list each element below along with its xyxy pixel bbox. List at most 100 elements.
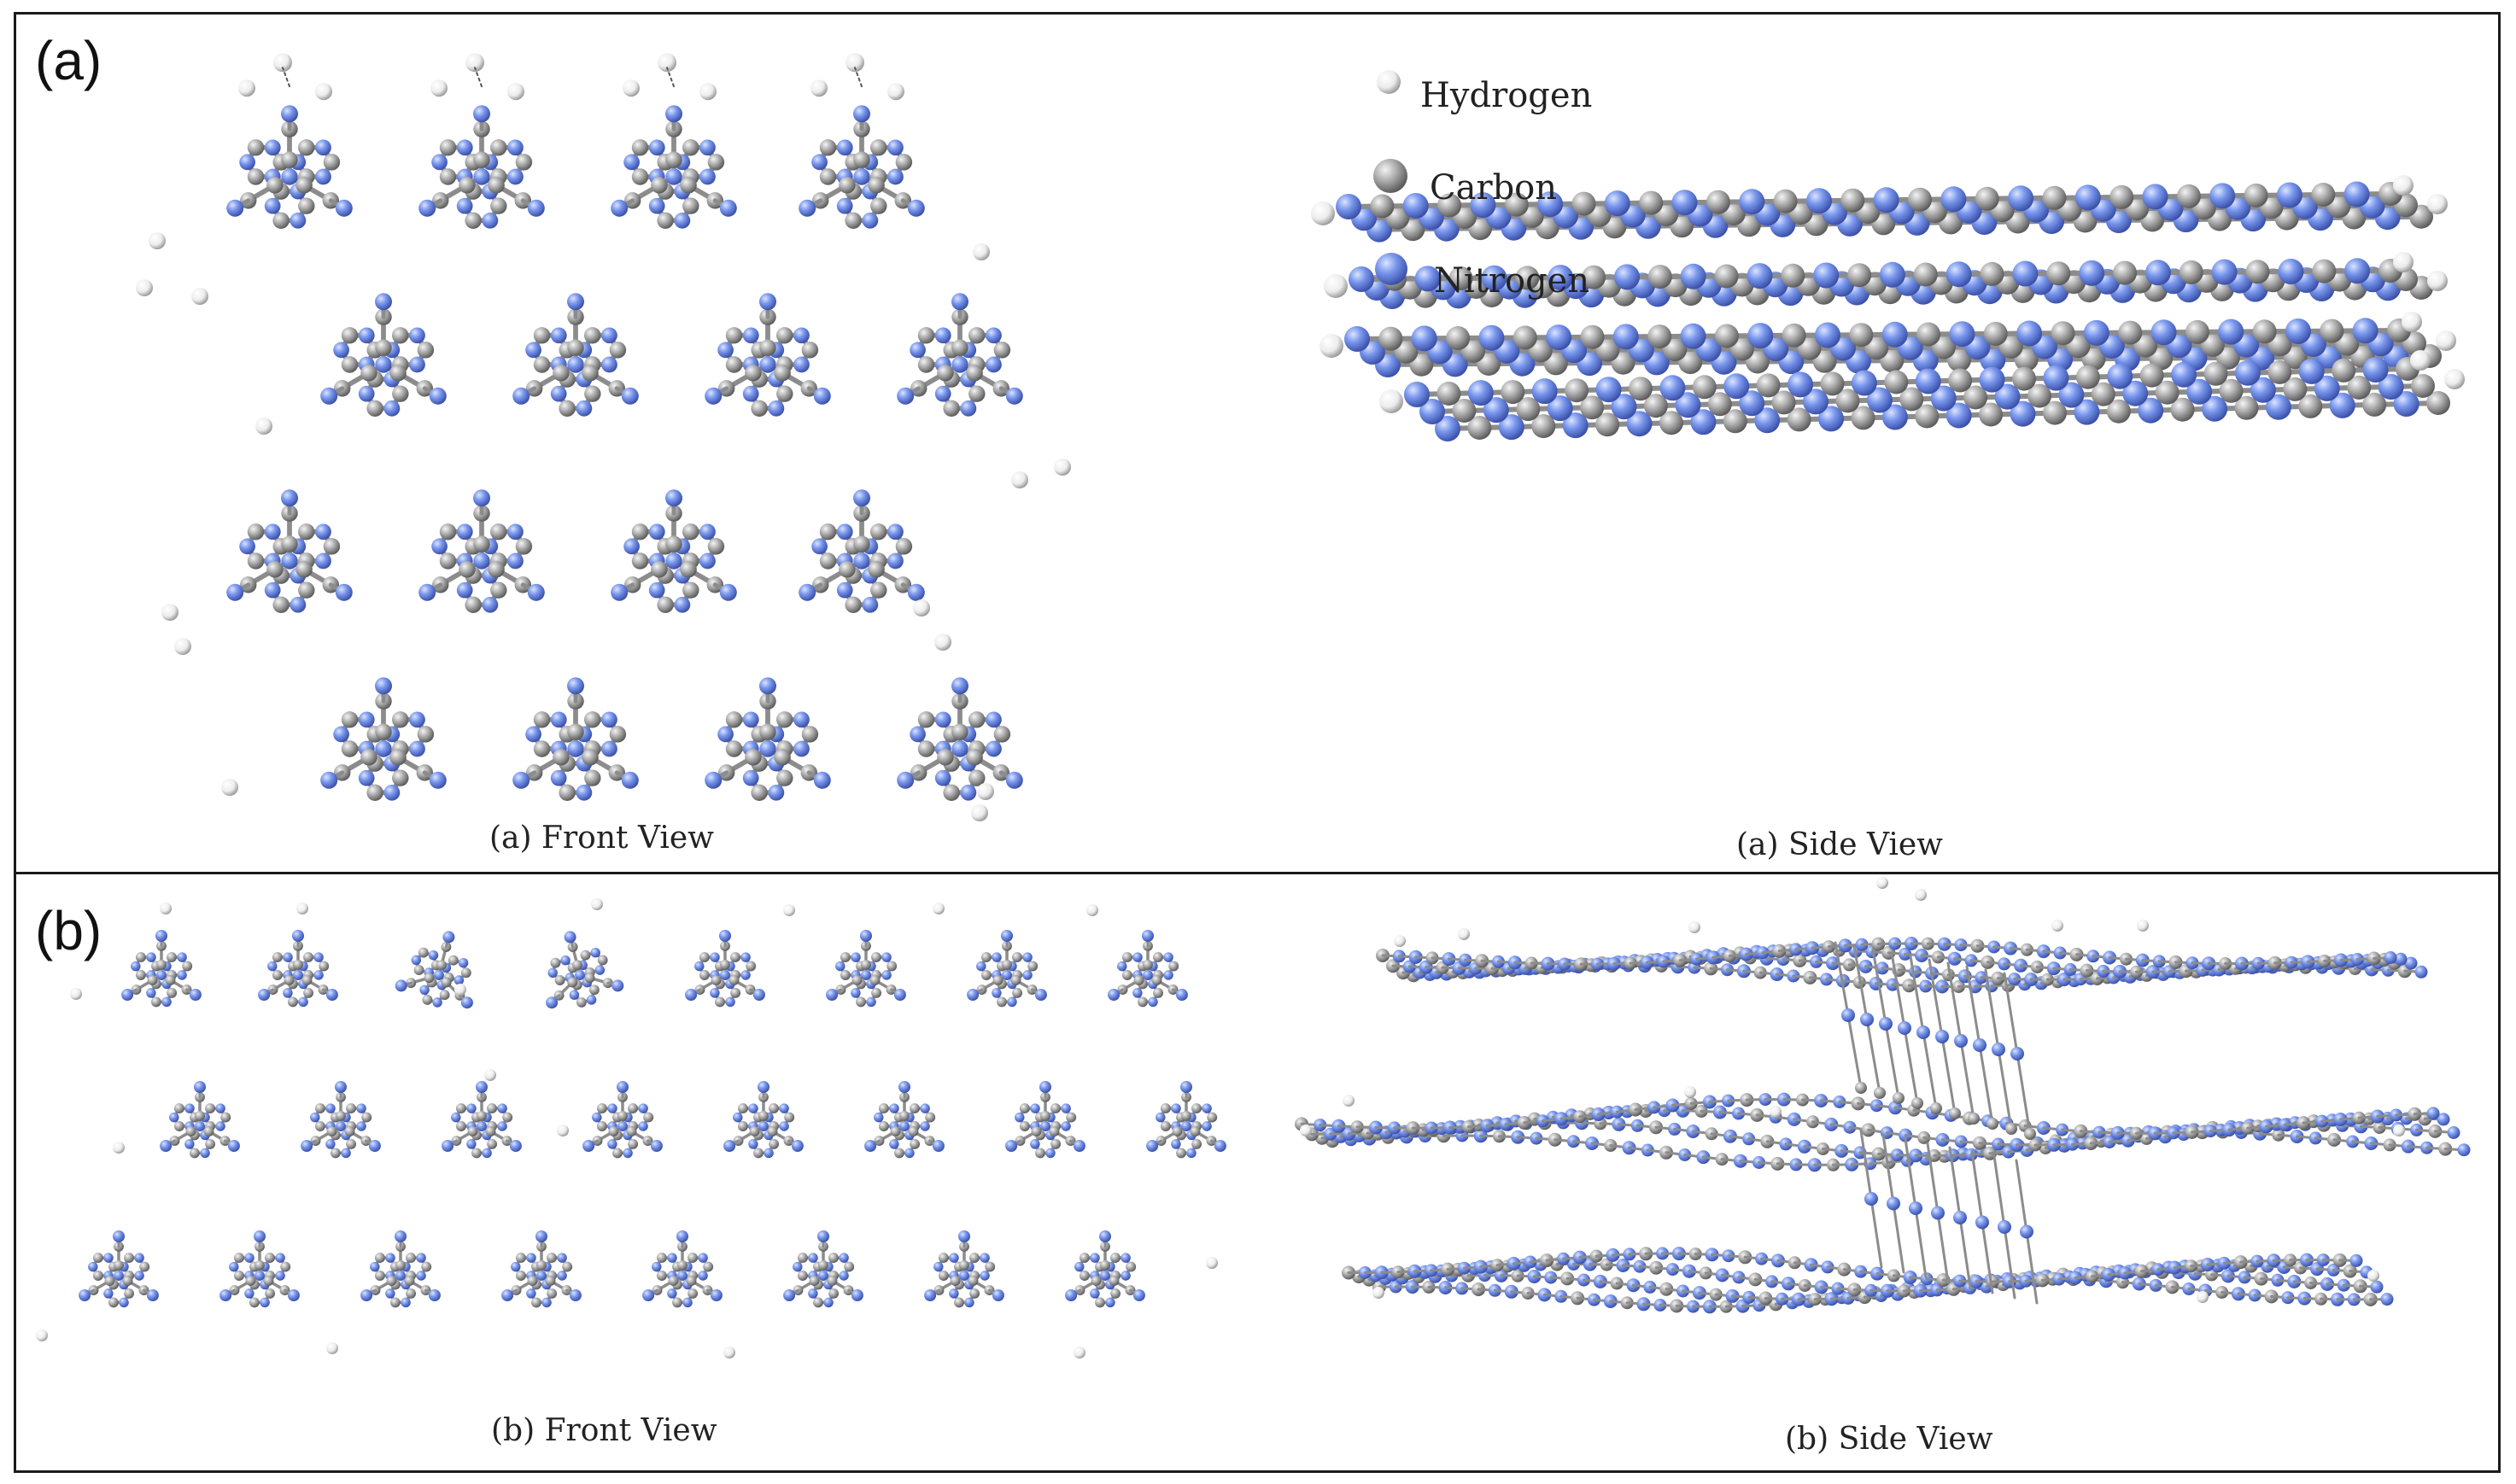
nitrogen-atom	[177, 970, 187, 980]
hydrogen-atom	[658, 53, 676, 73]
carbon-atom	[2219, 378, 2244, 403]
nitrogen-atom	[429, 387, 447, 405]
nitrogen-atom	[1659, 375, 1686, 401]
nitrogen-atom	[358, 327, 375, 344]
nitrogen-atom	[569, 990, 580, 1000]
nitrogen-atom	[557, 1253, 567, 1263]
carbon-atom	[319, 961, 330, 972]
nitrogen-atom	[1478, 324, 1505, 351]
carbon-atom	[845, 596, 862, 614]
carbon-atom	[1595, 412, 1620, 437]
nitrogen-atom	[189, 989, 202, 1001]
nitrogen-atom	[799, 199, 816, 217]
nitrogen-atom	[409, 711, 425, 728]
nitrogen-atom	[1803, 389, 1828, 415]
nitrogen-atom	[924, 1289, 937, 1301]
nitrogen-atom	[134, 1271, 144, 1281]
hydrogen-atom	[296, 903, 308, 914]
carbon-atom	[651, 177, 668, 194]
carbon-atom	[668, 1276, 679, 1287]
carbon-atom	[205, 1103, 215, 1114]
nitrogen-atom	[1998, 1220, 2011, 1234]
hydrogen-atom	[2051, 920, 2063, 932]
nitrogen-atom	[1061, 1103, 1071, 1113]
nitrogen-atom	[710, 1289, 723, 1301]
carbon-atom	[2426, 391, 2450, 415]
nitrogen-atom	[725, 996, 735, 1008]
hydrogen-atom	[161, 604, 178, 621]
carbon-atom	[280, 1261, 291, 1272]
nitrogen-atom	[642, 1289, 655, 1301]
carbon-atom	[392, 769, 409, 786]
carbon-atom	[968, 769, 986, 786]
carbon-atom	[992, 975, 1003, 986]
carbon-atom	[853, 535, 870, 552]
nitrogen-atom	[813, 387, 831, 405]
hydrogen-atom	[1054, 459, 1071, 476]
nitrogen-atom	[717, 726, 734, 743]
nitrogen-atom	[1531, 378, 1558, 405]
nitrogen-atom	[699, 139, 716, 156]
carbon-atom	[553, 749, 570, 766]
carbon-atom	[966, 365, 983, 382]
nitrogen-atom	[1143, 970, 1153, 980]
nitrogen-atom	[527, 583, 545, 601]
carbon-atom	[1467, 416, 1492, 440]
nitrogen-atom	[254, 1230, 266, 1242]
hydrogen-atom	[1343, 1095, 1355, 1107]
nitrogen-atom	[535, 1230, 547, 1242]
nitrogen-atom	[733, 1112, 743, 1123]
carbon-atom	[699, 952, 710, 963]
carbon-atom	[1968, 1113, 1980, 1125]
nitrogen-atom	[336, 1121, 346, 1131]
carbon-atom	[801, 342, 819, 359]
nitrogen-atom	[2234, 359, 2261, 386]
nitrogen-atom	[419, 984, 430, 996]
nitrogen-atom	[2008, 185, 2034, 212]
nitrogen-atom	[385, 1288, 395, 1299]
legend-label-carbon: Carbon	[1430, 168, 1558, 207]
carbon-atom	[699, 970, 710, 980]
carbon-atom	[326, 1126, 337, 1137]
carbon-atom	[1121, 970, 1132, 980]
carbon-atom	[1050, 1103, 1061, 1114]
hydrogen-atom	[1324, 274, 1348, 298]
carbon-atom	[413, 965, 424, 976]
nitrogen-atom	[1349, 266, 1374, 292]
carbon-atom	[1153, 952, 1163, 963]
nitrogen-atom	[526, 1288, 536, 1299]
nitrogen-atom	[1604, 190, 1630, 217]
nitrogen-atom	[1090, 1253, 1100, 1263]
carbon-atom	[366, 784, 383, 802]
carbon-atom	[533, 740, 551, 757]
carbon-atom	[1916, 322, 1940, 347]
nitrogen-atom	[601, 711, 617, 728]
nitrogen-atom	[710, 988, 720, 998]
nitrogen-atom	[456, 581, 473, 599]
carbon-atom	[341, 327, 359, 344]
nitrogen-atom	[601, 356, 617, 373]
carbon-atom	[386, 1276, 397, 1287]
nitrogen-atom	[992, 988, 1002, 998]
carbon-atom	[1079, 1253, 1090, 1264]
nitrogen-atom	[195, 1121, 205, 1131]
nitrogen-atom	[1813, 262, 1840, 289]
nitrogen-atom	[368, 1140, 381, 1152]
carbon-atom	[465, 212, 482, 230]
carbon-atom	[139, 1261, 150, 1272]
carbon-atom	[2347, 375, 2372, 400]
carbon-atom	[839, 561, 856, 578]
nitrogen-atom	[1419, 399, 1445, 424]
nitrogen-atom	[473, 168, 490, 185]
carbon-atom	[233, 1253, 244, 1264]
nitrogen-atom	[325, 1139, 336, 1149]
carbon-atom	[124, 1253, 134, 1264]
carbon-atom	[2113, 260, 2137, 285]
carbon-atom	[1893, 1092, 1905, 1104]
nitrogen-atom	[428, 949, 439, 961]
nitrogen-atom	[1040, 1121, 1050, 1131]
carbon-atom	[1066, 1112, 1077, 1123]
carbon-atom	[1835, 389, 1860, 413]
carbon-atom	[167, 987, 178, 998]
carbon-atom	[1913, 262, 1938, 287]
